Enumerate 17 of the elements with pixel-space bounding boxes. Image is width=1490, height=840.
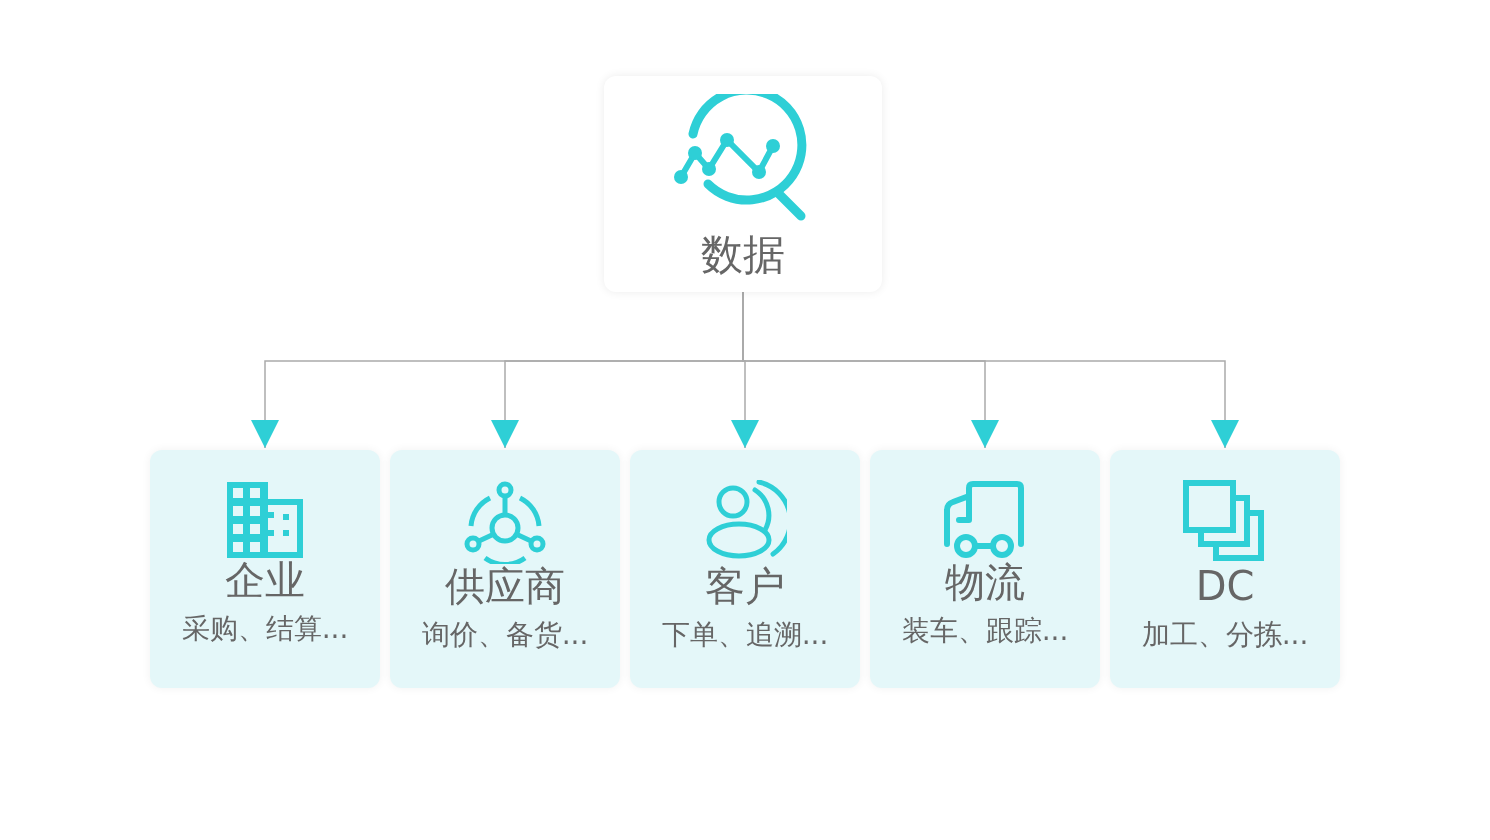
category-description: 下单、追溯...	[661, 618, 829, 652]
category-title: 供应商	[445, 564, 565, 608]
category-description: 采购、结算...	[181, 612, 349, 646]
category-card	[630, 450, 860, 688]
category-card	[870, 450, 1100, 688]
category-card	[150, 450, 380, 688]
category-card	[390, 450, 620, 688]
category-title: 企业	[225, 558, 305, 602]
category-card	[1110, 450, 1340, 688]
data-card	[604, 76, 882, 292]
category-title: DC	[1195, 564, 1255, 608]
category-title: 物流	[945, 560, 1025, 604]
category-title: 客户	[705, 564, 785, 608]
category-title: 数据	[701, 232, 785, 279]
category-description: 询价、备货...	[421, 618, 589, 652]
category-description: 加工、分拣...	[1141, 618, 1309, 652]
category-description: 装车、跟踪...	[901, 614, 1069, 648]
